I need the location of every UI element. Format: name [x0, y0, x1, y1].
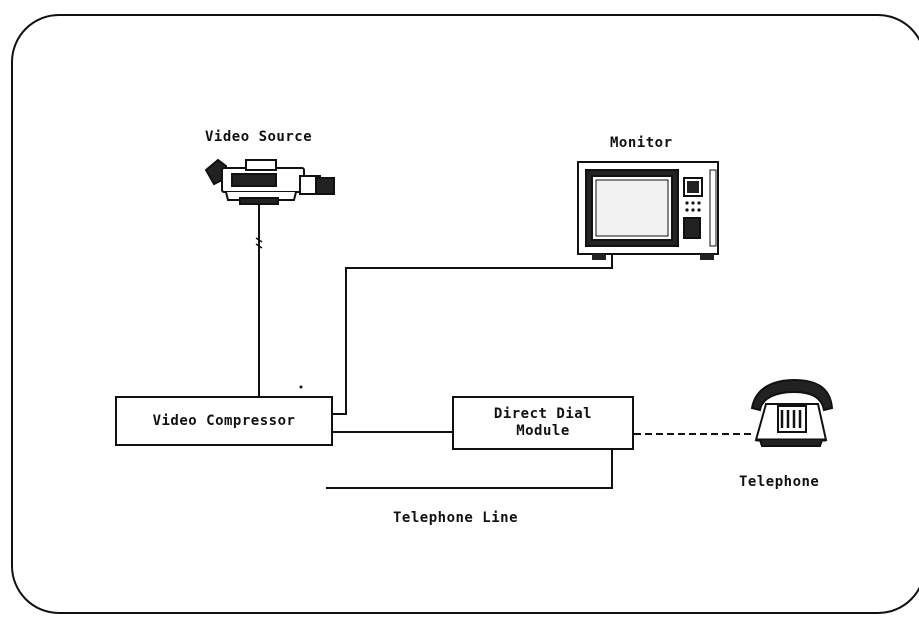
video-compressor-box: Video Compressor: [115, 396, 333, 446]
direct-dial-module-box: Direct Dial Module: [452, 396, 634, 450]
direct-dial-module-label-line2: Module: [516, 423, 570, 440]
telephone-label: Telephone: [739, 474, 819, 490]
video-source-label: Video Source: [205, 129, 312, 145]
connector-telephone-line: [326, 450, 612, 488]
monitor-icon: [578, 162, 718, 260]
monitor-label: Monitor: [610, 135, 673, 151]
connector-monitor-to-compressor: [333, 255, 612, 414]
video-camera-icon: [206, 160, 334, 208]
stray-dot: [300, 386, 303, 389]
telephone-line-label: Telephone Line: [393, 510, 518, 526]
direct-dial-module-label-line1: Direct Dial: [494, 406, 592, 423]
telephone-icon: [752, 380, 832, 446]
video-compressor-label: Video Compressor: [153, 413, 296, 430]
